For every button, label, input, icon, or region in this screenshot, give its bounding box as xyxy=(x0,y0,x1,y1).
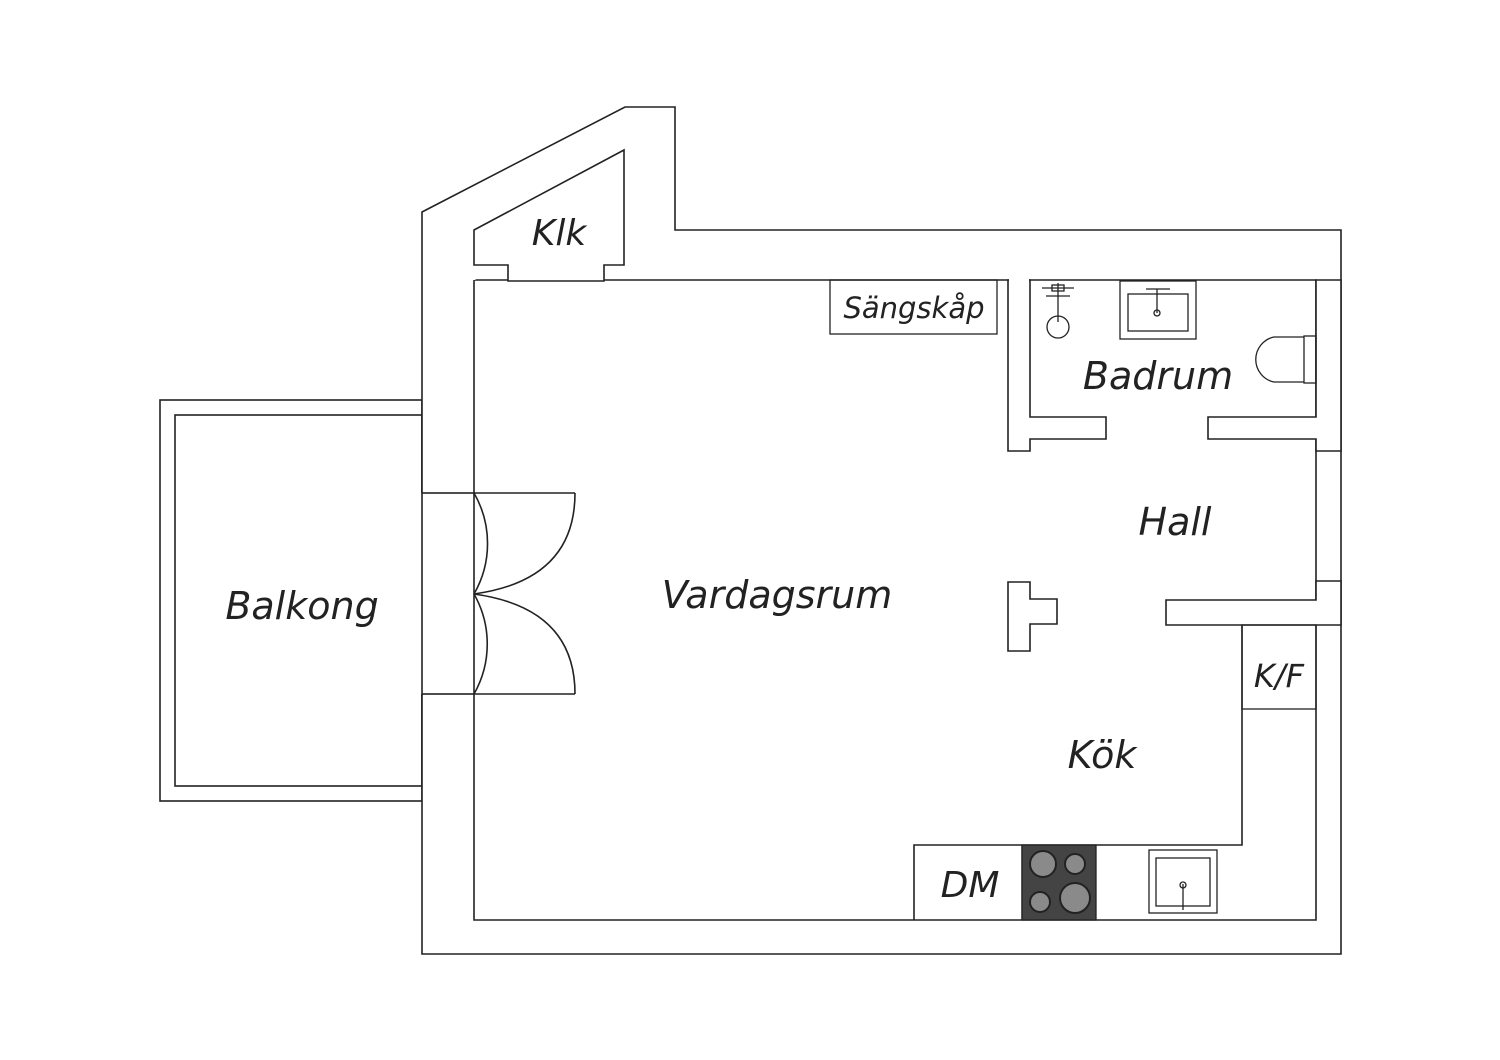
bed-cabinet xyxy=(829,279,998,335)
outer-walls xyxy=(421,106,1342,955)
shower-icon xyxy=(1042,283,1074,339)
label-fridge-freezer: K/F xyxy=(1254,657,1305,695)
label-kitchen: Kök xyxy=(1068,733,1139,777)
bathroom-sink-icon xyxy=(1119,280,1197,340)
label-bathroom: Badrum xyxy=(1083,354,1233,398)
stove-icon xyxy=(1021,844,1097,921)
kitchen-sink-icon xyxy=(1148,849,1218,914)
toilet-icon xyxy=(1255,335,1317,384)
label-closet: Klk xyxy=(532,213,589,254)
label-balcony: Balkong xyxy=(225,584,378,628)
balcony-door[interactable] xyxy=(421,492,576,695)
bathroom-walls xyxy=(1007,279,1342,452)
label-living-room: Vardagsrum xyxy=(662,573,893,617)
label-hall: Hall xyxy=(1139,500,1212,544)
partition-wall xyxy=(1007,581,1058,652)
closet xyxy=(472,148,625,282)
fridge-freezer xyxy=(1241,624,1317,710)
label-bed-cabinet: Sängskåp xyxy=(843,291,984,325)
label-dishwasher: DM xyxy=(941,865,1000,906)
